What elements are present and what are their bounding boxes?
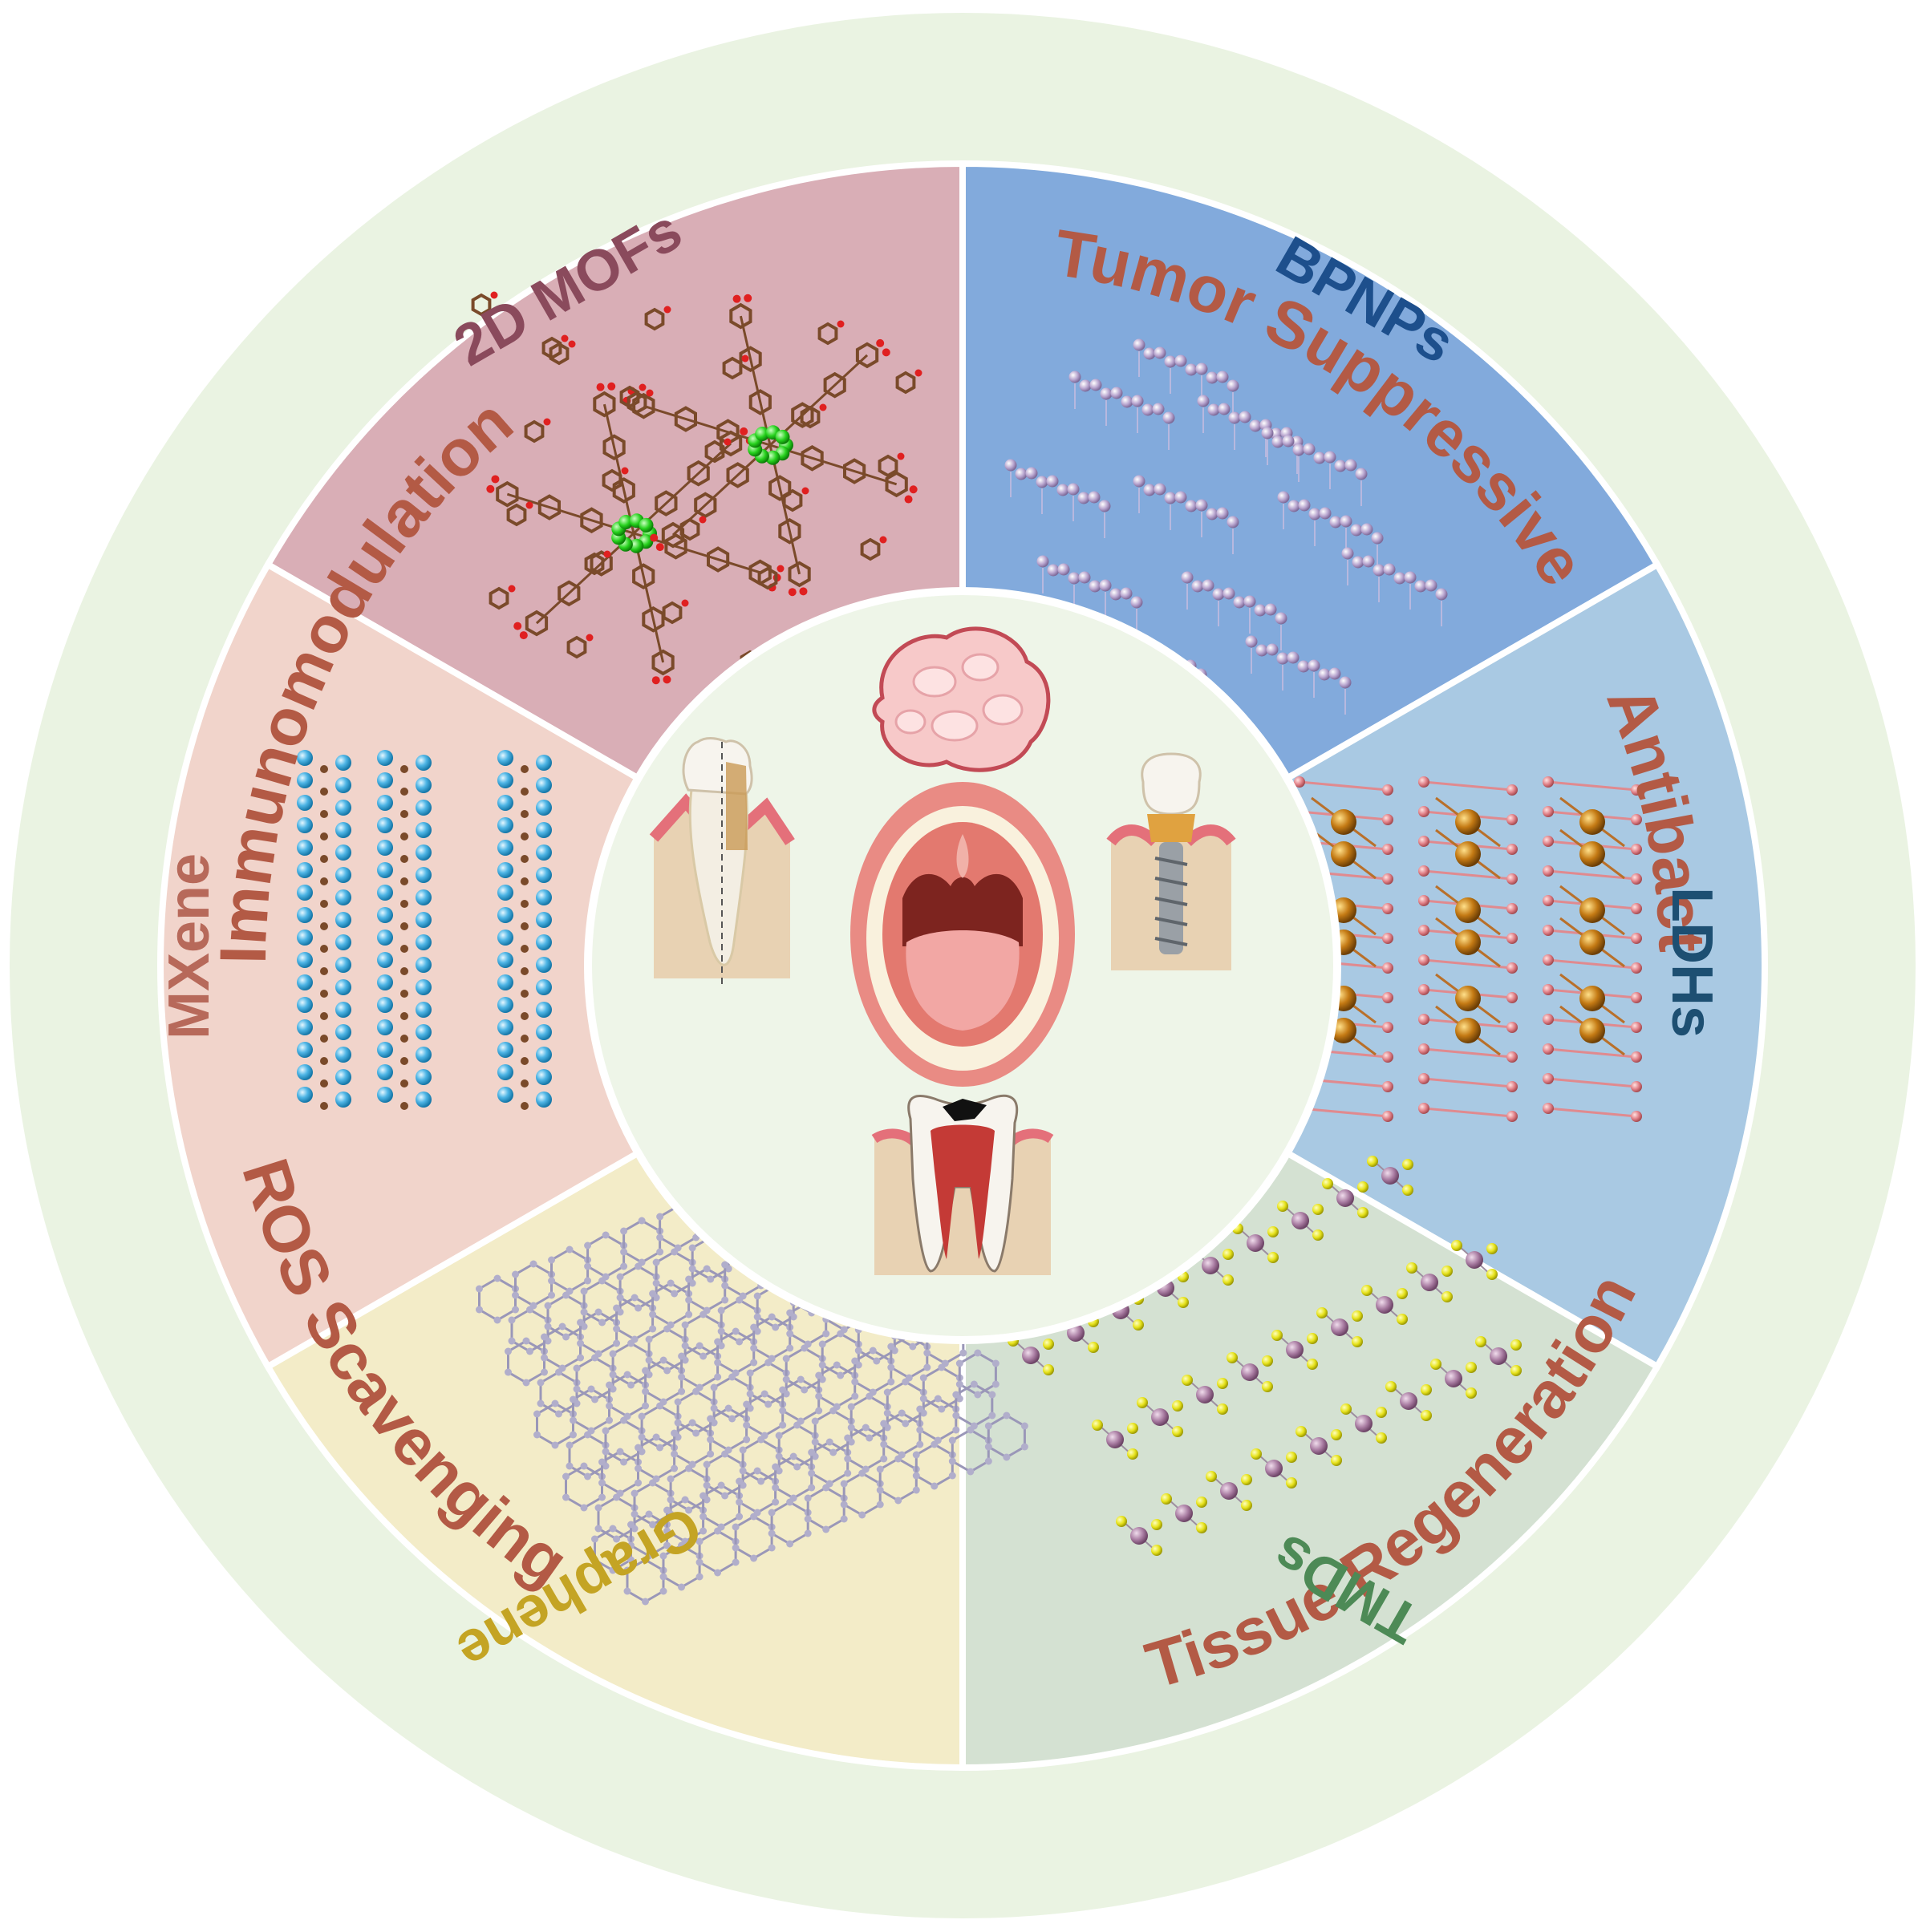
center-icons xyxy=(649,626,1236,1275)
tmd-chains-icon xyxy=(1008,1156,1522,1556)
label-ldhs: LDHs xyxy=(1660,887,1724,1038)
open-mouth-icon xyxy=(850,782,1075,1087)
periodontal-tooth-icon xyxy=(649,737,795,986)
mxene-layers-icon xyxy=(297,750,552,1110)
tumor-icon xyxy=(872,626,1051,772)
mof-framework-icon xyxy=(471,291,940,688)
ldh-lattice-icon xyxy=(1294,776,1642,1122)
label-mxene: MXene xyxy=(157,853,221,1039)
dental-implant-icon xyxy=(1106,752,1236,970)
carious-tooth-icon xyxy=(871,1094,1054,1275)
